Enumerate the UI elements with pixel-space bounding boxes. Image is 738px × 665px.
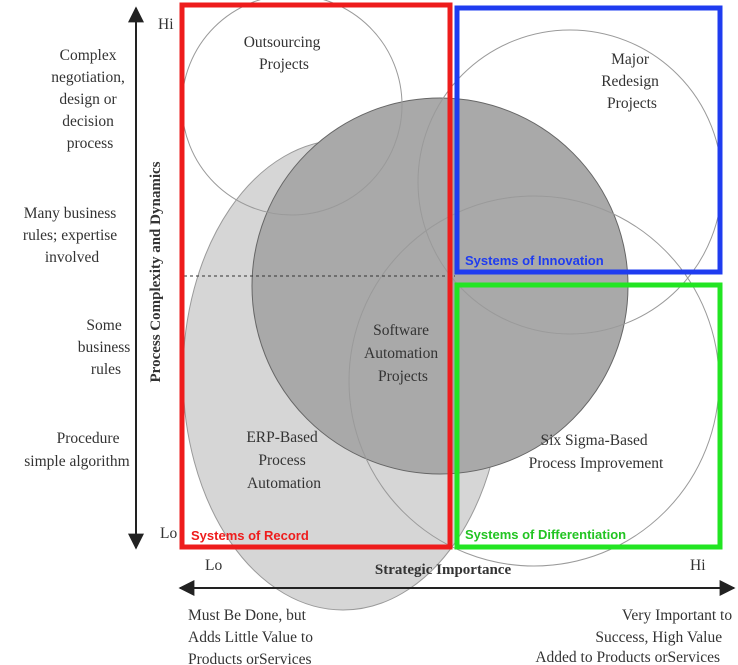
y-axis-lo-label: Lo bbox=[160, 525, 177, 542]
y-level-some-rules: Some business rules bbox=[78, 317, 134, 378]
y-level-procedure: Procedure simple algorithm bbox=[24, 430, 129, 470]
systems-of-differentiation-box bbox=[454, 282, 723, 550]
systems-of-innovation-box bbox=[454, 5, 723, 275]
x-lo-description: Must Be Done, but Adds Little Value to P… bbox=[188, 607, 317, 665]
erp-label: ERP-Based Process Automation bbox=[246, 429, 321, 492]
x-axis-lo-label: Lo bbox=[205, 557, 222, 574]
x-hi-description: Very Important to Success, High Value Ad… bbox=[535, 607, 736, 665]
systems-of-record-box bbox=[179, 2, 453, 550]
systems-of-innovation-label: Systems of Innovation bbox=[465, 253, 604, 268]
systems-of-record-label: Systems of Record bbox=[191, 528, 309, 543]
x-axis-hi-label: Hi bbox=[690, 557, 706, 574]
x-axis-title: Strategic Importance bbox=[375, 562, 512, 578]
y-level-complex: Complex negotiation, design or decision … bbox=[51, 47, 129, 152]
outsourcing-label: Outsourcing Projects bbox=[244, 34, 325, 73]
six-sigma-label: Six Sigma-Based Process Improvement bbox=[529, 432, 664, 472]
y-level-many-rules: Many business rules; expertise involved bbox=[23, 205, 121, 266]
systems-of-differentiation-label: Systems of Differentiation bbox=[465, 527, 626, 542]
y-axis-hi-label: Hi bbox=[158, 16, 174, 33]
software-automation-label: Software Automation Projects bbox=[364, 322, 442, 385]
major-redesign-label: Major Redesign Projects bbox=[601, 51, 663, 112]
y-axis-title: Process Complexity and Dynamics bbox=[148, 161, 164, 382]
